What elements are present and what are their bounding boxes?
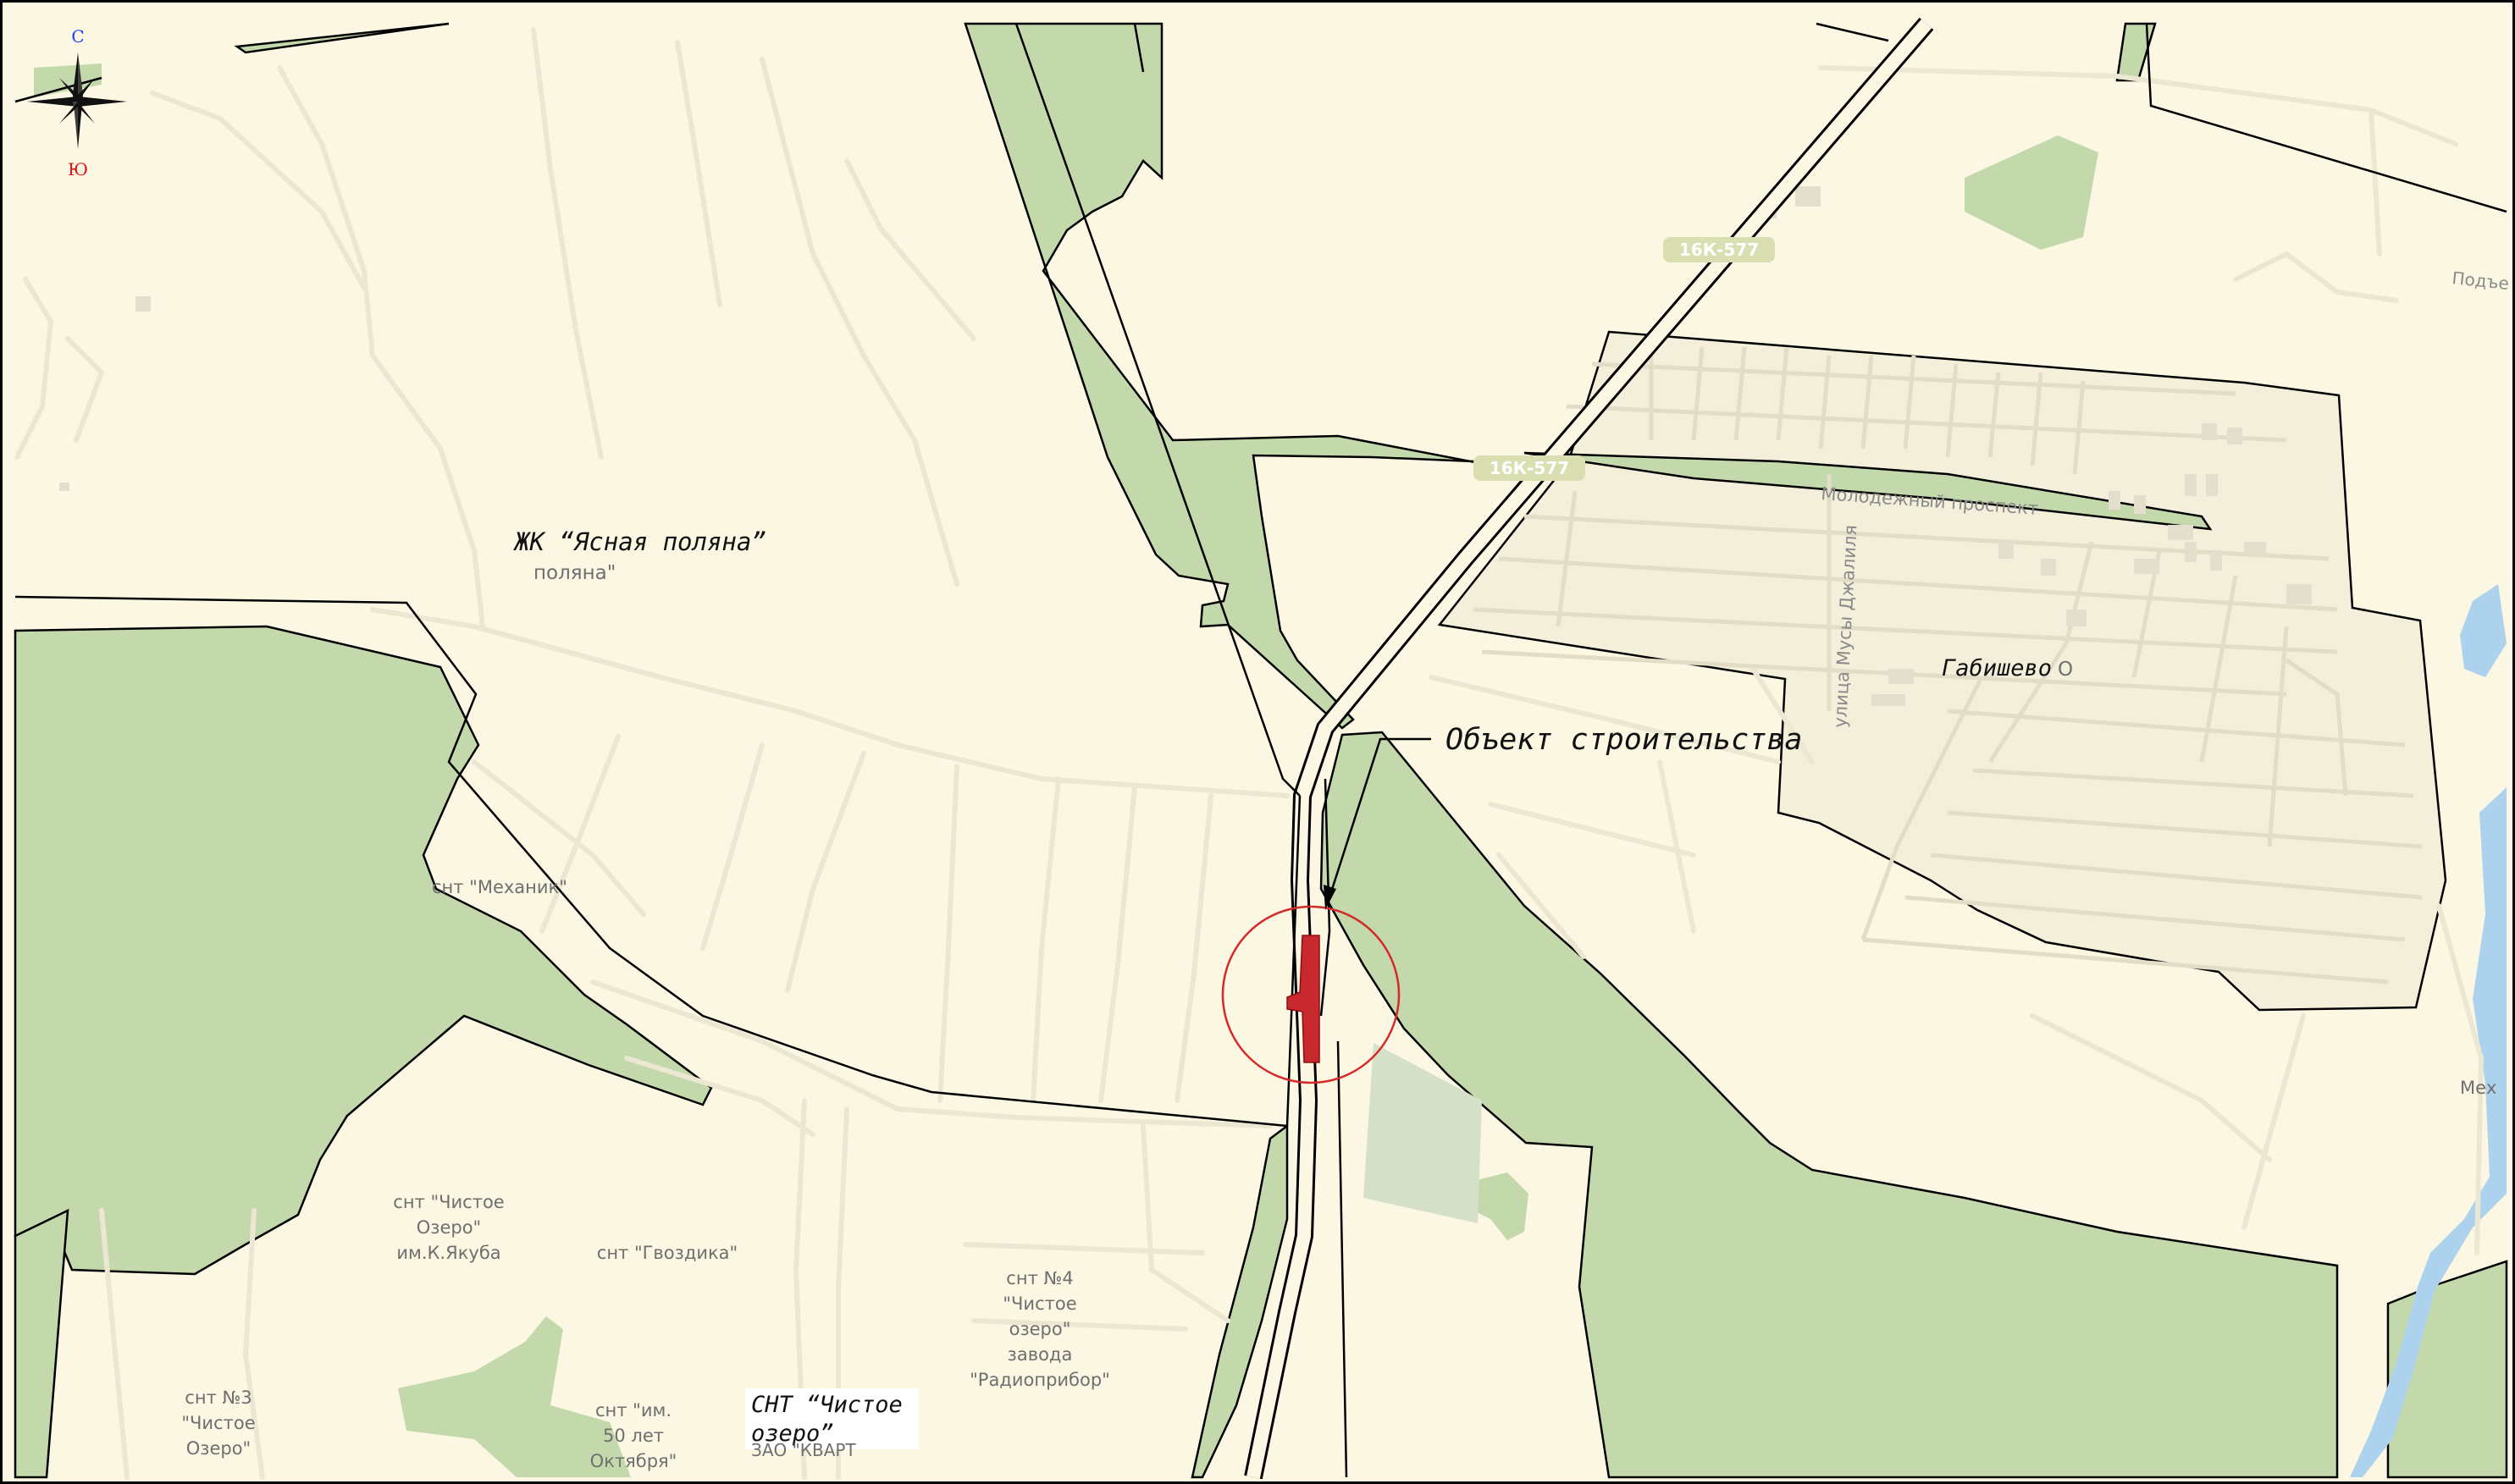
label-cnt-chistoe-line2: озеро” xyxy=(751,1421,834,1447)
river-east xyxy=(2350,787,2507,1477)
construction-object-marker[interactable] xyxy=(1286,935,1320,1063)
road-badge-top: 16К-577 xyxy=(1663,237,1775,262)
label-cnt-chistoe-bg xyxy=(745,1388,919,1449)
label-gabishevo: Габишево xyxy=(1942,655,2052,681)
label-gabishevo-tail: О xyxy=(2058,659,2073,681)
compass-rose: С Ю xyxy=(27,26,127,179)
forest-top-left-strip xyxy=(234,22,450,54)
forest-west xyxy=(14,625,713,1276)
label-zao-kvart: ЗАО "КВАРТ xyxy=(751,1440,856,1460)
object-leader-line xyxy=(1328,737,1431,898)
label-cnt-chistoe-line1: СНТ “Чистое xyxy=(751,1392,903,1418)
object-leader-arrowhead xyxy=(1324,885,1336,910)
forest-areas xyxy=(14,22,2508,1479)
green-patch-south xyxy=(398,1316,631,1477)
compass-south-label: Ю xyxy=(68,159,88,179)
lake-east xyxy=(2460,584,2507,677)
minor-green-areas xyxy=(34,63,2098,1477)
label-snt-gvozdika: снт "Гвоздика" xyxy=(597,1243,738,1263)
label-snt3-3: Озеро" xyxy=(186,1438,251,1459)
label-snt50-2: 50 лет xyxy=(603,1426,664,1446)
label-snt3-2: "Чистое xyxy=(181,1413,255,1433)
label-mekh: Мех xyxy=(2460,1078,2496,1098)
road-badge-top-label: 16К-577 xyxy=(1679,240,1759,260)
forest-south-west xyxy=(14,1208,69,1479)
road-badge-mid-label: 16К-577 xyxy=(1490,458,1569,478)
boundary-lines xyxy=(14,22,2507,1478)
compass-icon xyxy=(27,52,127,149)
label-snt50-1: снт "им. xyxy=(595,1400,672,1421)
label-snt4-2: "Чистое xyxy=(1003,1294,1076,1314)
green-patch-pond xyxy=(1473,1172,1528,1240)
construction-site-circle[interactable] xyxy=(1221,905,1401,1084)
label-snt4-1: снт №4 xyxy=(1006,1268,1073,1288)
label-construction-object: Объект строительства xyxy=(1445,723,1802,757)
road-badge-mid: 16К-577 xyxy=(1473,455,1585,481)
village-street-grid xyxy=(1473,346,2423,985)
highway-16k577 xyxy=(1244,17,1934,1480)
water-bodies xyxy=(2350,584,2507,1477)
label-zhk-base: поляна" xyxy=(533,562,616,584)
label-snt4-3: озеро" xyxy=(1009,1319,1071,1339)
label-snt3-1: снт №3 xyxy=(185,1387,252,1408)
label-snt4-5: "Радиоприбор" xyxy=(970,1370,1110,1390)
label-snt-yakub-2: Озеро" xyxy=(417,1217,481,1238)
label-snt-yakub-3: им.К.Якуба xyxy=(396,1243,500,1263)
label-snt-mekhanik: снт "Механик" xyxy=(432,877,567,897)
forest-molodezhny-strip xyxy=(1523,451,2213,531)
green-strip-top xyxy=(34,63,102,97)
label-snt50-3: Октября" xyxy=(590,1451,677,1471)
green-light-field xyxy=(1363,1043,1482,1223)
label-snt-yakub-1: снт "Чистое xyxy=(393,1192,504,1212)
green-patch-ne xyxy=(1965,135,2098,250)
forest-central-strip xyxy=(964,22,1484,730)
forest-road-south xyxy=(1191,1123,1289,1479)
compass-north-label: С xyxy=(71,26,84,47)
label-snt4-4: завода xyxy=(1008,1344,1073,1365)
gabishevo-village-area xyxy=(1437,330,2447,1012)
forest-east-large xyxy=(1319,731,2339,1479)
label-zhk-yasnaya-polyana: ЖК “Ясная поляна” xyxy=(513,527,766,556)
